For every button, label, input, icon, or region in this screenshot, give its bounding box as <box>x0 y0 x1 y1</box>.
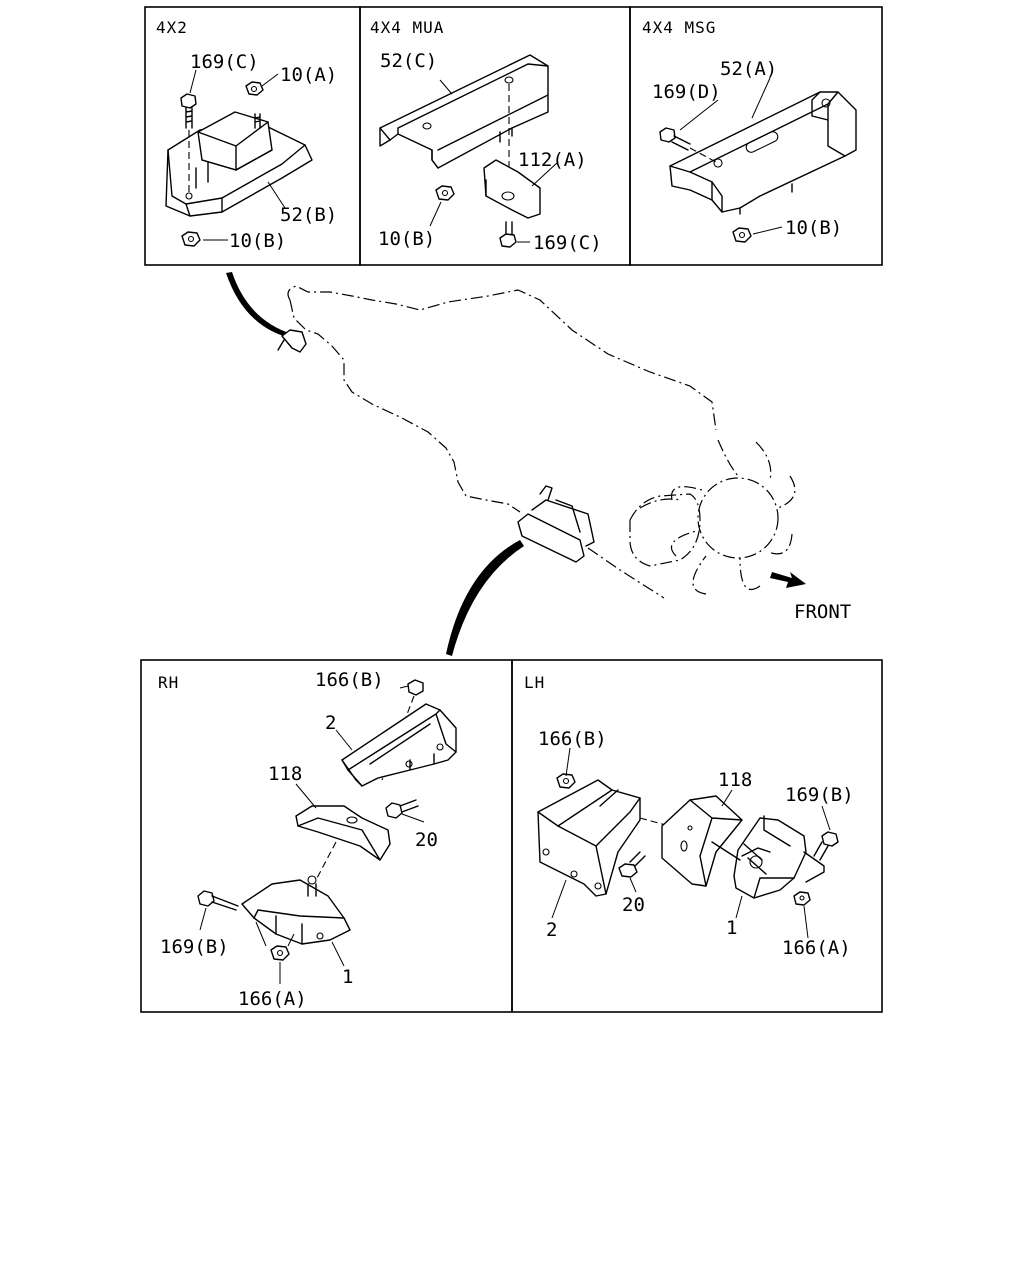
panel-lh-title: LH <box>524 673 545 692</box>
panel-rh: RH <box>140 659 513 1013</box>
label-52b: 52(B) <box>280 204 337 226</box>
nut-10b <box>181 231 201 247</box>
label-10b: 10(B) <box>229 230 286 252</box>
label-166a-lh: 166(A) <box>782 937 851 959</box>
panel-4x4-msg-title: 4X4 MSG <box>642 18 716 37</box>
panel-4x2-title: 4X2 <box>156 18 188 37</box>
label-118-lh: 118 <box>718 769 752 791</box>
bolt-169c-mua <box>499 221 517 248</box>
label-112a: 112(A) <box>518 149 587 171</box>
bracket-52c <box>379 54 549 196</box>
front-label: FRONT <box>794 601 851 623</box>
label-52a: 52(A) <box>720 58 777 80</box>
label-166b-lh: 166(B) <box>538 728 607 750</box>
engine-side-mount <box>517 485 595 563</box>
front-arrow <box>770 572 806 588</box>
nut-166b-lh <box>556 773 576 789</box>
panel-4x2: 4X2 <box>144 6 361 266</box>
label-20-rh: 20 <box>415 829 438 851</box>
bolt-20-rh <box>385 799 419 819</box>
label-2-rh: 2 <box>325 712 336 734</box>
bracket-52b <box>165 111 313 217</box>
label-118-rh: 118 <box>268 763 302 785</box>
label-10a: 10(A) <box>280 64 337 86</box>
bracket-52a <box>669 91 857 215</box>
insulator-118-rh <box>295 805 391 881</box>
panel-4x4-mua-title: 4X4 MUA <box>370 18 444 37</box>
mount-1-lh <box>711 815 825 899</box>
bolt-169d <box>659 127 717 163</box>
label-20-lh: 20 <box>622 894 645 916</box>
bolt-20-lh <box>618 851 646 878</box>
label-10b-msg: 10(B) <box>785 217 842 239</box>
nut-10b-msg <box>732 227 752 243</box>
engine-outline: FRONT <box>226 272 851 656</box>
bracket-2-rh <box>341 703 457 787</box>
cooling-fan <box>629 439 796 595</box>
bolt-169c <box>180 93 197 194</box>
bolt-169b-rh <box>197 890 239 911</box>
label-169d: 169(D) <box>652 81 721 103</box>
mount-1-rh <box>241 875 351 945</box>
nut-166a-lh <box>793 891 811 906</box>
label-10b-mua: 10(B) <box>378 228 435 250</box>
panel-4x4-msg: 4X4 MSG 52(A) 169(D) <box>629 6 883 266</box>
stud <box>254 113 261 129</box>
nut-166a-rh <box>255 921 295 961</box>
label-169b-rh: 169(B) <box>160 936 229 958</box>
insulator-118-lh <box>661 795 743 887</box>
label-166b-rh: 166(B) <box>315 669 384 691</box>
panel-4x4-mua: 4X4 MUA <box>359 6 631 266</box>
panel-rh-title: RH <box>158 673 179 692</box>
pointer-arrow-top <box>226 272 292 338</box>
label-2-lh: 2 <box>546 919 557 941</box>
transmission-mount <box>281 329 307 353</box>
label-1-lh: 1 <box>726 917 737 939</box>
plate-112a <box>483 159 541 219</box>
panel-lh: LH <box>511 659 883 1013</box>
bolt-169b-lh <box>813 831 839 861</box>
label-1-rh: 1 <box>342 966 353 988</box>
label-52c: 52(C) <box>380 50 437 72</box>
nut-10b-mua <box>435 185 455 201</box>
label-169b-lh: 169(B) <box>785 784 854 806</box>
pointer-arrow-bottom <box>446 540 524 656</box>
nut-10a <box>245 81 264 96</box>
label-166a-rh: 166(A) <box>238 988 307 1010</box>
label-169c-mua: 169(C) <box>533 232 602 254</box>
label-169c: 169(C) <box>190 51 259 73</box>
